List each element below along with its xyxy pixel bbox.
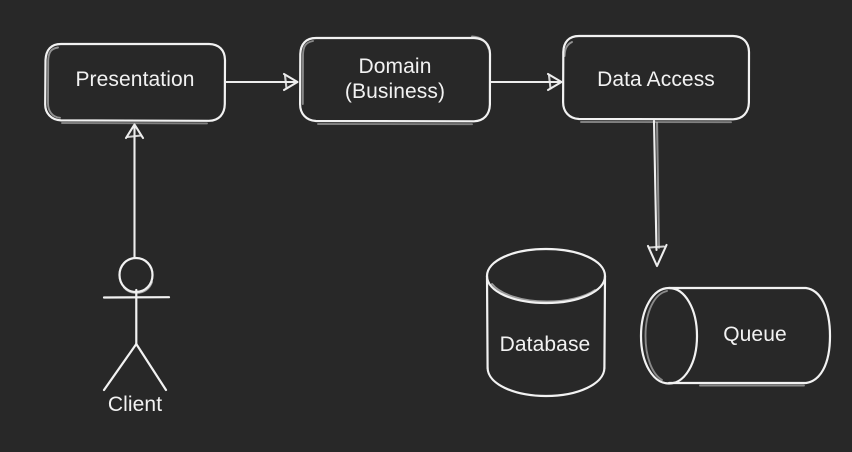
edge-client-to-presentation [124,123,145,260]
node-domain[interactable] [298,35,492,126]
node-database[interactable] [485,247,607,398]
edge-data-access-to-queue [646,119,668,268]
node-presentation[interactable] [44,42,227,125]
node-client[interactable] [102,256,171,392]
edge-domain-to-data-access [489,72,563,92]
edge-presentation-to-domain [224,72,299,92]
node-data-access[interactable] [561,34,751,124]
node-queue[interactable] [639,286,832,387]
